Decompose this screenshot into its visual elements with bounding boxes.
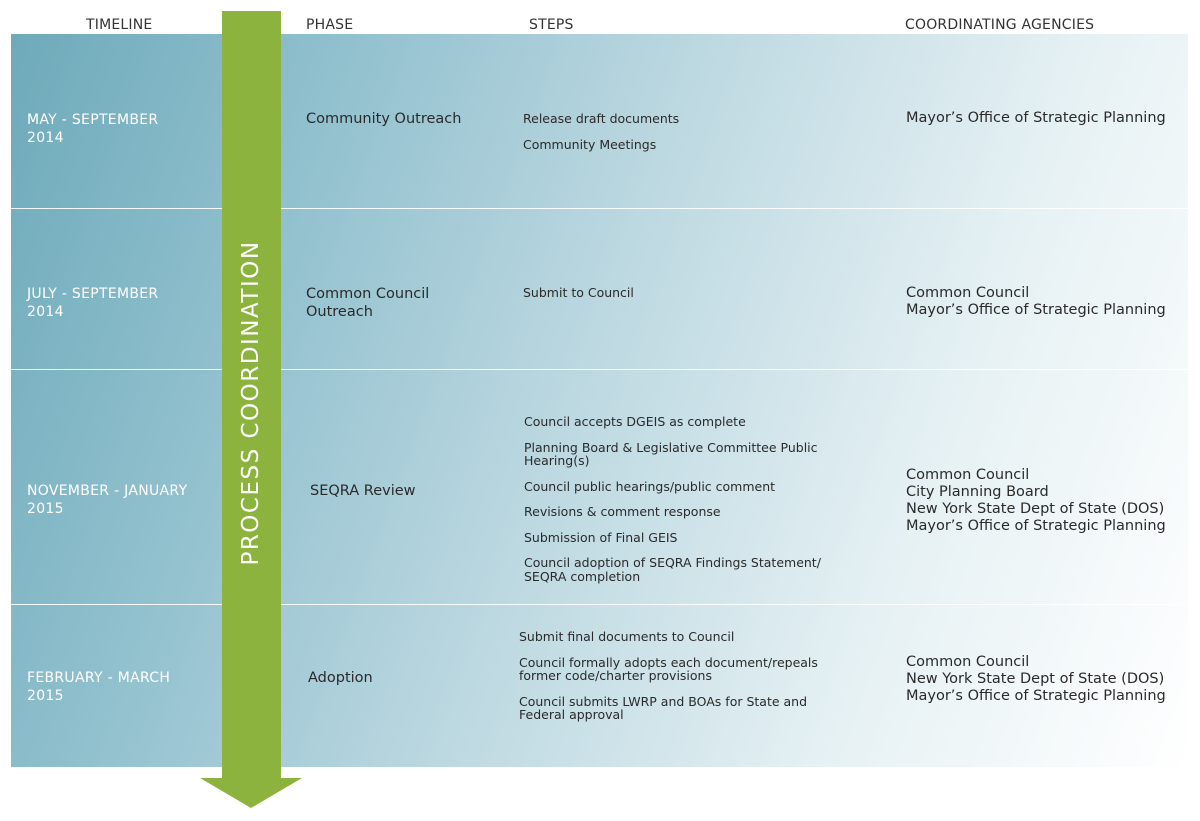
agency-item: Common Council xyxy=(906,467,1030,483)
timeline-table: MAY - SEPTEMBER 2014 Community Outreach … xyxy=(11,34,1188,767)
table-row: NOVEMBER - JANUARY 2015 SEQRA Review Cou… xyxy=(11,370,1188,605)
row-agencies: Mayor’s Office of Strategic Planning xyxy=(906,110,1186,127)
header-timeline: TIMELINE xyxy=(86,17,153,33)
agency-item: New York State Dept of State (DOS) xyxy=(906,501,1165,517)
step-item: Submit final documents to Council xyxy=(519,629,735,644)
agency-item: Mayor’s Office of Strategic Planning xyxy=(906,110,1166,126)
row-phase: Community Outreach xyxy=(306,111,462,127)
row-steps: Council accepts DGEIS as complete Planni… xyxy=(524,415,844,583)
step-item: Revisions & comment response xyxy=(524,504,721,519)
process-arrow-head xyxy=(200,778,302,808)
table-row: MAY - SEPTEMBER 2014 Community Outreach … xyxy=(11,34,1188,209)
table-row: JULY - SEPTEMBER 2014 Common Council Out… xyxy=(11,209,1188,370)
row-phase: Common Council Outreach xyxy=(306,286,430,320)
step-item: Council adoption of SEQRA Findings State… xyxy=(524,555,821,584)
agency-item: Mayor’s Office of Strategic Planning xyxy=(906,518,1166,534)
header-phase: PHASE xyxy=(306,17,354,33)
agency-item: Mayor’s Office of Strategic Planning xyxy=(906,688,1166,704)
row-timeline: NOVEMBER - JANUARY 2015 xyxy=(27,482,217,518)
step-item: Release draft documents xyxy=(523,111,680,126)
timeline-months: MAY - SEPTEMBER xyxy=(27,112,159,128)
row-agencies: Common Council City Planning Board New Y… xyxy=(906,467,1186,535)
row-timeline: MAY - SEPTEMBER 2014 xyxy=(27,111,217,147)
timeline-year: 2015 xyxy=(27,688,64,704)
row-timeline: FEBRUARY - MARCH 2015 xyxy=(27,669,217,705)
row-steps: Submit to Council xyxy=(523,286,863,300)
row-phase: SEQRA Review xyxy=(310,483,416,499)
process-arrow-shaft xyxy=(222,11,281,778)
agency-item: New York State Dept of State (DOS) xyxy=(906,671,1165,687)
timeline-year: 2014 xyxy=(27,304,64,320)
timeline-months: FEBRUARY - MARCH xyxy=(27,670,171,686)
step-item: Community Meetings xyxy=(523,136,657,152)
step-item: Council submits LWRP and BOAs for State … xyxy=(519,693,808,722)
process-coordination-label: PROCESS COORDINATION xyxy=(238,240,264,566)
row-steps: Submit final documents to Council Counci… xyxy=(519,630,844,722)
step-item: Council formally adopts each document/re… xyxy=(519,654,818,683)
timeline-year: 2015 xyxy=(27,501,64,517)
timeline-months: JULY - SEPTEMBER xyxy=(27,286,159,302)
row-agencies: Common Council New York State Dept of St… xyxy=(906,654,1186,705)
agency-item: Common Council xyxy=(906,654,1030,670)
step-item: Planning Board & Legislative Committee P… xyxy=(524,439,818,468)
row-timeline: JULY - SEPTEMBER 2014 xyxy=(27,285,217,321)
row-agencies: Common Council Mayor’s Office of Strateg… xyxy=(906,285,1186,319)
timeline-months: NOVEMBER - JANUARY xyxy=(27,483,188,499)
agency-item: Common Council xyxy=(906,285,1030,301)
header-agencies: COORDINATING AGENCIES xyxy=(905,17,1095,33)
agency-item: Mayor’s Office of Strategic Planning xyxy=(906,302,1166,318)
row-phase: Adoption xyxy=(308,670,373,686)
table-row: FEBRUARY - MARCH 2015 Adoption Submit fi… xyxy=(11,605,1188,767)
row-steps: Release draft documents Community Meetin… xyxy=(523,112,863,151)
timeline-year: 2014 xyxy=(27,130,64,146)
header-steps: STEPS xyxy=(529,17,574,33)
step-item: Council accepts DGEIS as complete xyxy=(524,414,746,429)
step-item: Council public hearings/public comment xyxy=(524,478,776,494)
step-item: Submit to Council xyxy=(523,285,634,300)
step-item: Submission of Final GEIS xyxy=(524,529,678,545)
agency-item: City Planning Board xyxy=(906,484,1049,500)
